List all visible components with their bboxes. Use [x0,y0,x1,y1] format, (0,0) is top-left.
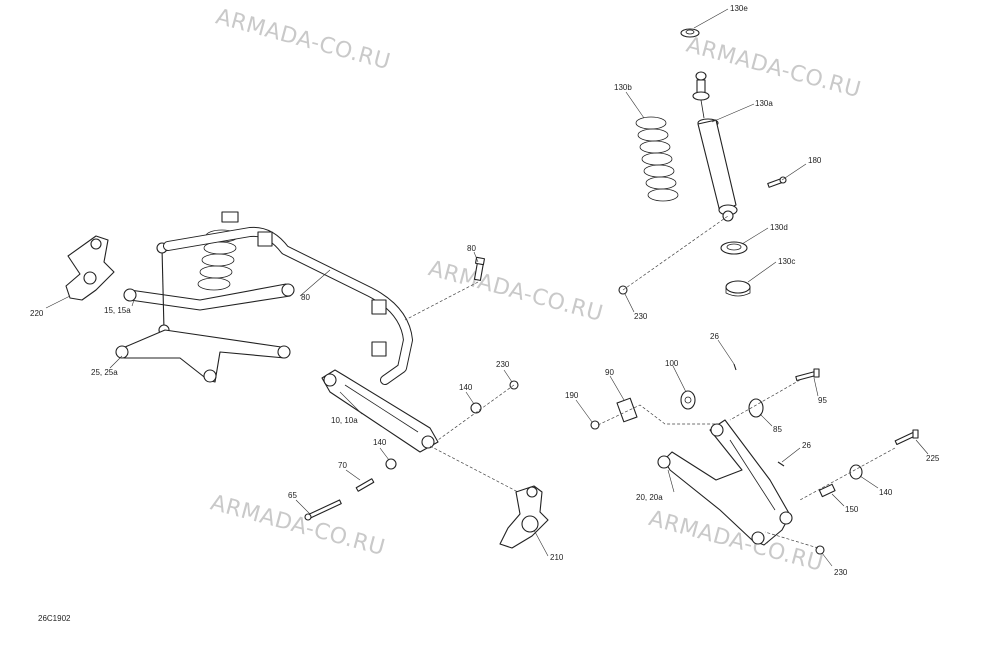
pin-26-mid [777,461,785,467]
bolt-65 [304,499,342,521]
nut-140-b [385,458,397,470]
spring-seat-130e [680,28,700,38]
watermark: ARMADA-CO.RU [208,490,388,561]
label-130c: 130c [778,257,795,266]
label-90: 90 [605,368,614,377]
label-180: 180 [808,156,822,165]
stabilizer-link [156,242,170,336]
lower-arm-25 [115,329,291,383]
assembly-line [597,404,720,426]
label-65: 65 [288,491,297,500]
label-26-top: 26 [710,332,719,341]
drawing-id: 26C1902 [38,614,71,623]
arm-10 [321,369,439,453]
assembly-line [622,215,729,291]
assembly-line [429,445,519,493]
assembly-line [764,531,819,549]
knuckle-220 [65,235,115,301]
label-190: 190 [565,391,579,400]
label-70: 70 [338,461,347,470]
label-130a: 130a [755,99,773,108]
bolt-225 [894,429,919,446]
label-20: 20, 20a [636,493,663,502]
assembly-line [729,379,801,421]
label-85: 85 [773,425,782,434]
label-150: 150 [845,505,859,514]
assembly-line [437,384,515,441]
upper-arm-15 [123,283,295,311]
watermark: ARMADA-CO.RU [684,33,864,104]
label-130b: 130b [614,83,632,92]
label-26-mid: 26 [802,441,811,450]
label-210: 210 [550,553,564,562]
knuckle-210 [499,485,549,549]
bushing-100 [680,390,696,410]
label-220: 220 [30,309,44,318]
label-80-bolt: 80 [467,244,476,253]
sleeve-150 [818,483,836,498]
nut-140-a [470,402,482,414]
stud-70 [355,478,375,492]
coil-spring-130b [635,116,679,202]
trailing-arm-20 [657,419,793,546]
label-15: 15, 15a [104,306,131,315]
watermark: ARMADA-CO.RU [426,256,606,327]
label-230-top: 230 [634,312,648,321]
bolt-80 [473,256,486,281]
spring-stopper-130d [720,241,748,255]
spring-retainer-130c [725,280,751,297]
label-80-bar: 80 [301,293,310,302]
bolt-95 [795,368,820,382]
stabilizer-bar-80 [163,226,413,385]
assembly-line [799,447,896,501]
leader-lines [45,8,929,567]
shock-absorber-130a [692,71,738,222]
nut-190 [590,420,600,430]
label-230-bottom: 230 [834,568,848,577]
nut-140-c [849,464,863,480]
watermark: ARMADA-CO.RU [213,5,393,76]
pin-26-top [733,363,737,371]
label-95: 95 [818,396,827,405]
shock-mounted [197,211,239,291]
label-140-a: 140 [459,383,473,392]
label-130e: 130e [730,4,748,13]
label-230-mid: 230 [496,360,510,369]
label-10: 10, 10a [331,416,358,425]
label-225: 225 [926,454,940,463]
sleeve-90 [616,397,638,423]
label-100: 100 [665,359,679,368]
label-140-b: 140 [373,438,387,447]
assembly-line [404,281,479,321]
label-25: 25, 25a [91,368,118,377]
label-130d: 130d [770,223,788,232]
nut-230-bottom [815,545,825,555]
bolt-180 [767,176,787,188]
label-140-c: 140 [879,488,893,497]
